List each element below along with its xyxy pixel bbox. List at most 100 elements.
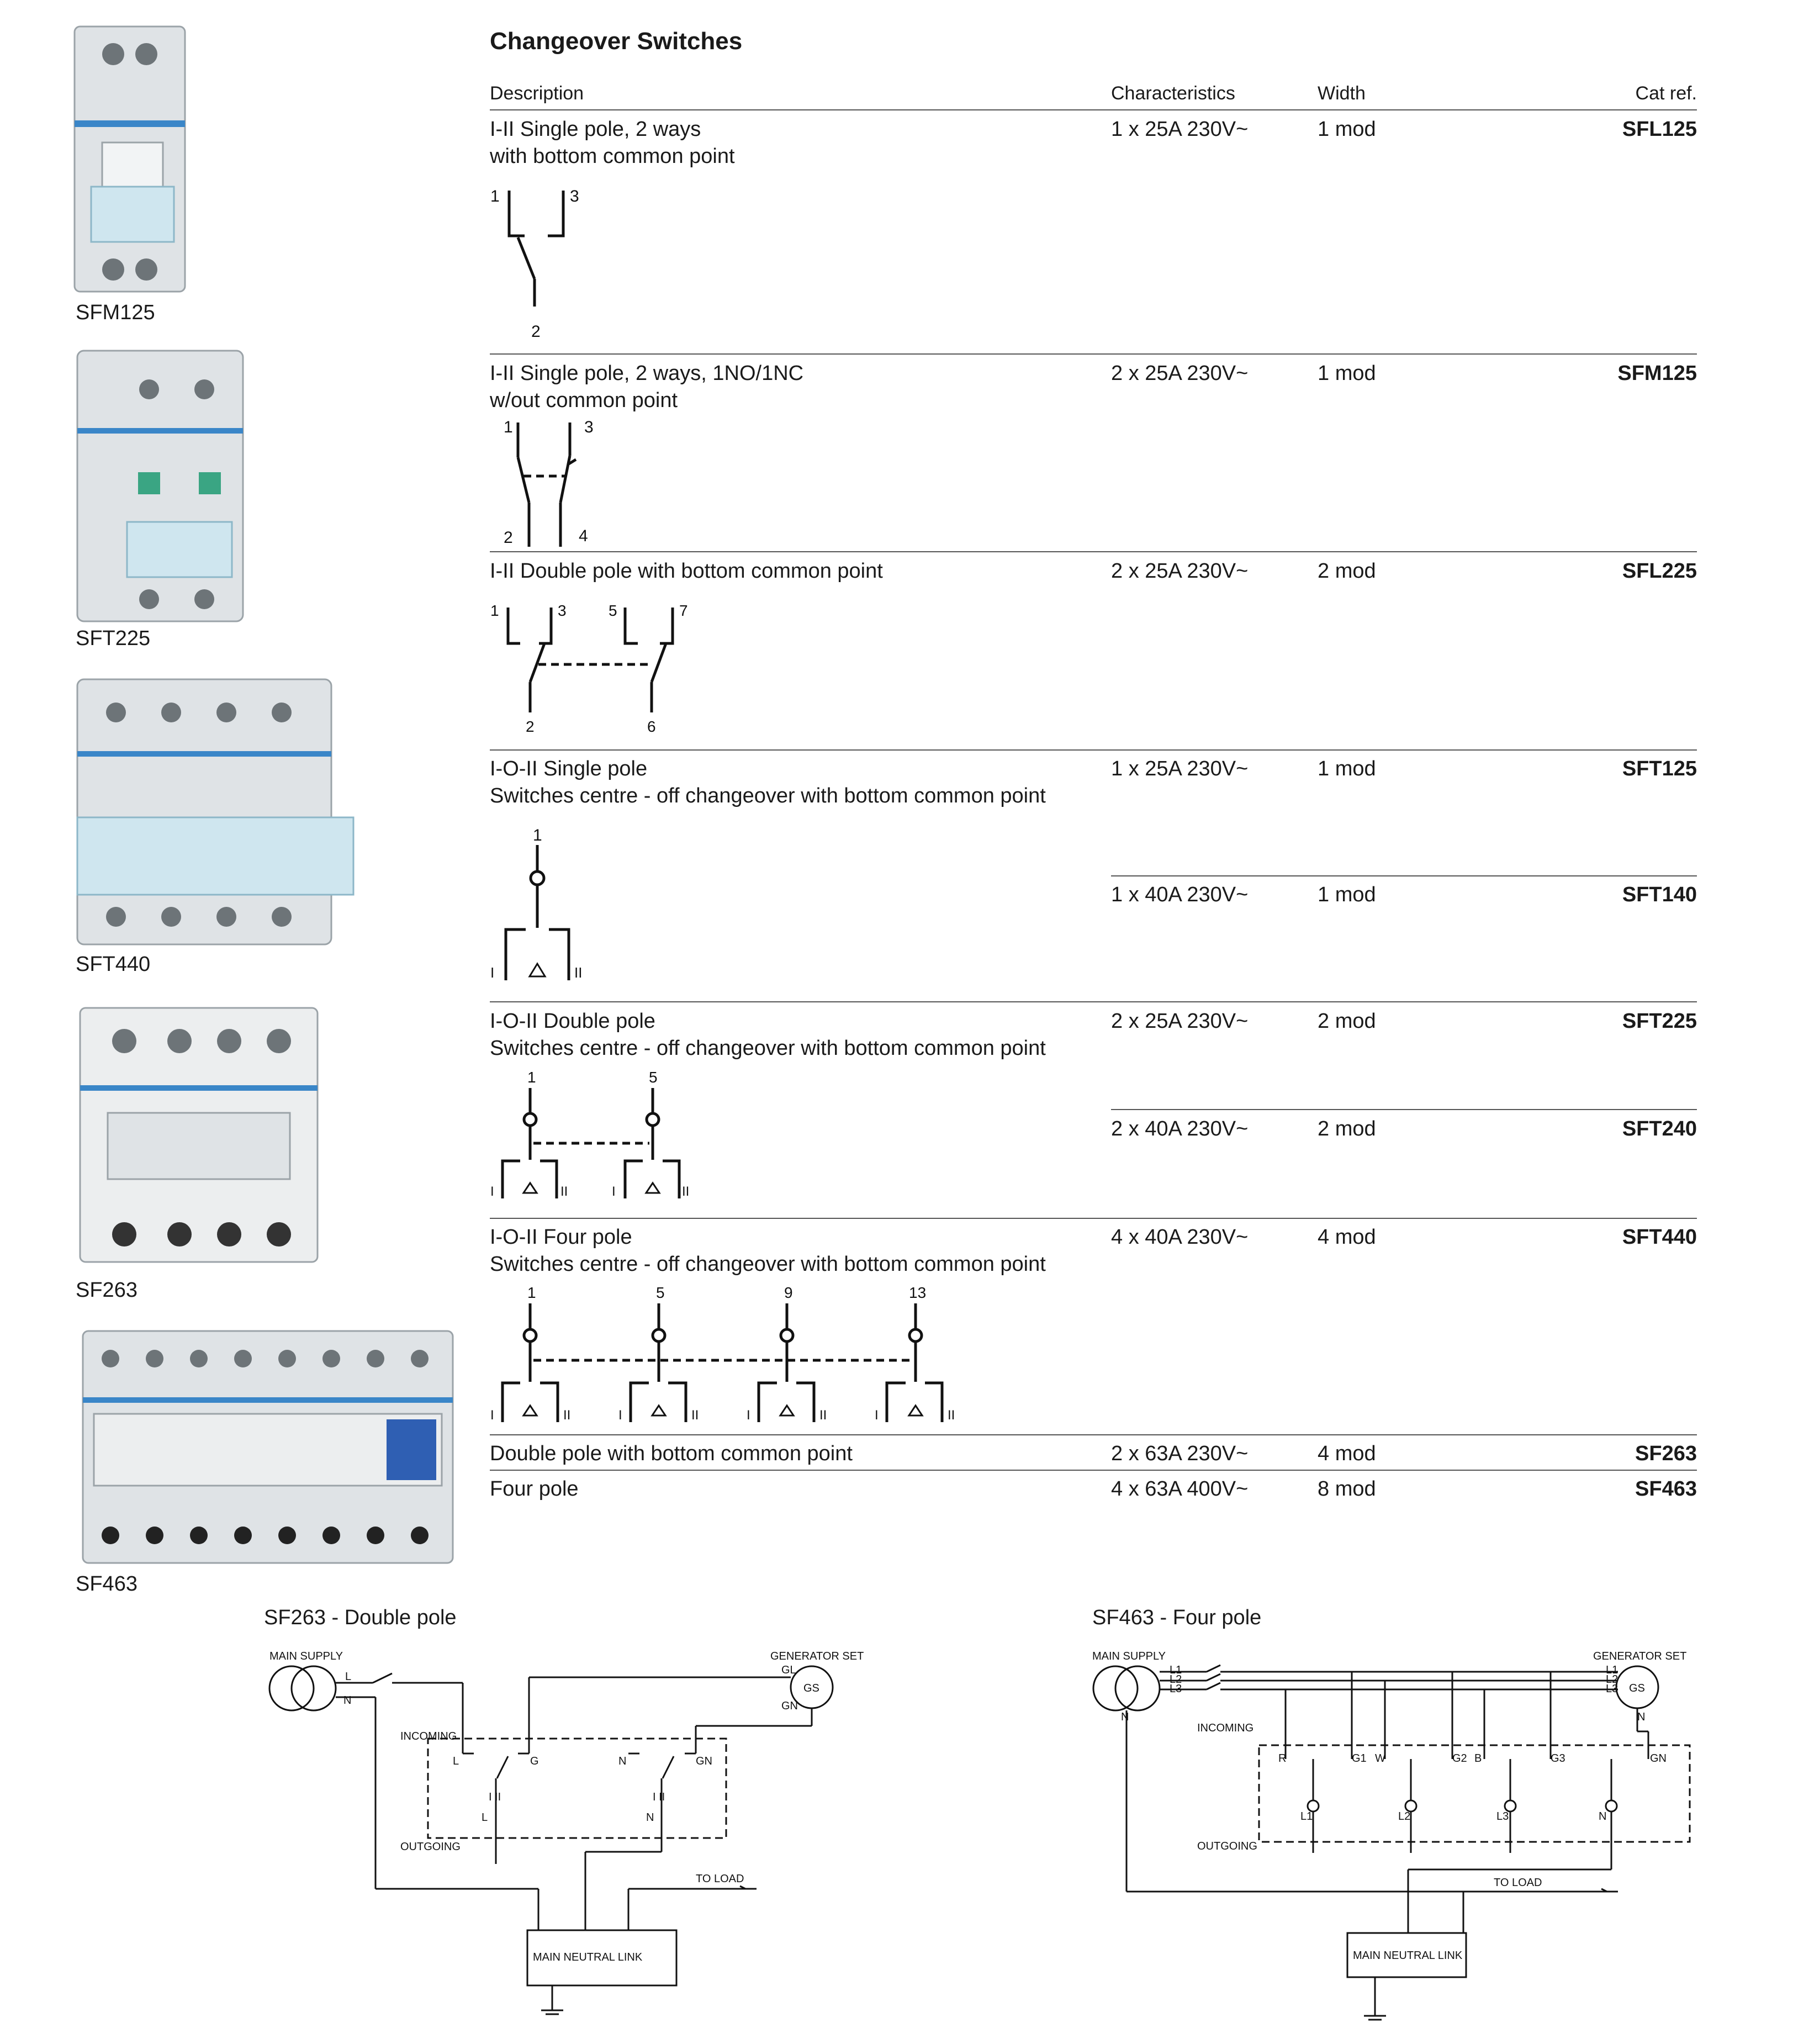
position-label: I: [875, 1408, 879, 1423]
terminal-label: 1: [490, 187, 500, 205]
terminal-gn: GN: [696, 1755, 712, 1767]
terminal-b: B: [1474, 1752, 1482, 1765]
row-characteristics: 2 x 25A 230V~: [1111, 362, 1249, 385]
row-catref: SF263: [1635, 1442, 1697, 1465]
row-description: Double pole with bottom common point: [490, 1442, 853, 1465]
row-characteristics: 2 x 63A 230V~: [1111, 1442, 1249, 1465]
symbol-sft125: 1 I II: [490, 826, 582, 981]
position-label: I: [612, 1184, 616, 1199]
terminal-label: 3: [558, 602, 567, 619]
subrow-divider: [1111, 1109, 1697, 1110]
position-label: I: [490, 1408, 494, 1423]
row-catref: SFL225: [1622, 559, 1697, 583]
terminal-g: G: [530, 1755, 539, 1767]
product-label: SFT440: [76, 953, 151, 976]
row-description: I-O-II Four pole: [490, 1226, 632, 1249]
row-divider: [490, 551, 1697, 552]
terminal-n: N: [618, 1755, 626, 1767]
terminal-n: N: [1637, 1711, 1645, 1723]
symbol-sfl125: 1 3 2: [490, 187, 579, 341]
terminal-g1: G1: [1352, 1752, 1367, 1765]
neutral-link-label: MAIN NEUTRAL LINK: [1353, 1950, 1463, 1962]
generator-set-label: GENERATOR SET: [770, 1650, 864, 1662]
position-label: II: [819, 1408, 827, 1423]
row-characteristics: 4 x 40A 230V~: [1111, 1226, 1249, 1249]
row-characteristics: 2 x 25A 230V~: [1111, 559, 1249, 583]
terminal-label: 2: [531, 323, 541, 341]
terminal-gn: GN: [781, 1700, 798, 1712]
product-image-sf263: [79, 1007, 319, 1263]
terminal-n: N: [343, 1694, 351, 1707]
terminal-n: N: [1599, 1810, 1606, 1823]
terminal-l2: L2: [1398, 1810, 1410, 1823]
position-label: II: [574, 964, 582, 981]
to-load-label: TO LOAD: [1494, 1877, 1542, 1889]
terminal-label: 3: [570, 187, 579, 205]
symbol-sfm125: 1 3 2 4: [504, 418, 594, 547]
terminal-label: 5: [656, 1284, 665, 1301]
terminal-l2: L2: [1170, 1673, 1182, 1686]
row-description-line2: with bottom common point: [490, 145, 735, 168]
outgoing-label: OUTGOING: [400, 1841, 461, 1853]
row-characteristics: 1 x 25A 230V~: [1111, 757, 1249, 780]
wiring-title-left: SF263 - Double pole: [264, 1606, 457, 1629]
row-divider: [490, 1218, 1697, 1219]
row-catref: SF463: [1635, 1477, 1697, 1501]
terminal-label: 2: [526, 718, 535, 735]
row-characteristics: 1 x 40A 230V~: [1111, 883, 1249, 906]
outgoing-label: OUTGOING: [1197, 1840, 1257, 1852]
row-description: I-O-II Double pole: [490, 1010, 655, 1033]
row-characteristics: 2 x 25A 230V~: [1111, 1010, 1249, 1033]
terminal-l1: L1: [1606, 1664, 1618, 1676]
product-label: SFT225: [76, 627, 151, 650]
incoming-label: INCOMING: [400, 1730, 457, 1742]
terminal-label: 2: [504, 529, 513, 547]
header-description: Description: [490, 83, 584, 104]
main-supply-label: MAIN SUPPLY: [269, 1650, 343, 1662]
row-divider: [490, 1434, 1697, 1435]
terminal-w: W: [1375, 1752, 1385, 1765]
terminal-gn: GN: [1650, 1752, 1667, 1765]
terminal-l2: L2: [1606, 1673, 1618, 1686]
terminal-label: 1: [490, 602, 499, 619]
row-width: 2 mod: [1318, 559, 1376, 583]
wiring-title-right: SF463 - Four pole: [1092, 1606, 1262, 1629]
terminal-gl: GL: [781, 1664, 796, 1676]
position-label: II: [682, 1184, 689, 1199]
terminal-label: 1: [527, 1284, 536, 1301]
row-description: I-II Single pole, 2 ways: [490, 118, 701, 141]
header-characteristics: Characteristics: [1111, 83, 1235, 104]
position-label: I: [490, 1184, 494, 1199]
subrow-divider: [1111, 875, 1697, 876]
product-image-sft225: [76, 350, 244, 622]
position-label: I II: [489, 1791, 501, 1803]
product-image-sfm125: [73, 25, 186, 293]
row-width: 1 mod: [1318, 757, 1376, 780]
position-label: I II: [653, 1791, 665, 1803]
row-catref: SFM125: [1617, 362, 1697, 385]
terminal-g3: G3: [1551, 1752, 1565, 1765]
gs-label: GS: [803, 1682, 819, 1694]
row-width: 1 mod: [1318, 883, 1376, 906]
terminal-g2: G2: [1452, 1752, 1467, 1765]
product-label: SF263: [76, 1279, 137, 1302]
row-description-line2: Switches centre - off changeover with bo…: [490, 1037, 1046, 1060]
row-characteristics: 2 x 40A 230V~: [1111, 1117, 1249, 1140]
position-label: II: [691, 1408, 699, 1423]
row-description: I-II Single pole, 2 ways, 1NO/1NC: [490, 362, 804, 385]
symbol-sft440: 1 5 9 13 I II I II I II I II: [490, 1284, 955, 1423]
terminal-label: 3: [584, 418, 594, 436]
terminal-l: L: [345, 1671, 351, 1683]
row-catref: SFL125: [1622, 118, 1697, 141]
product-label: SF463: [76, 1572, 137, 1596]
terminal-label: 5: [649, 1069, 658, 1086]
to-load-label: TO LOAD: [696, 1873, 744, 1885]
row-description: I-II Double pole with bottom common poin…: [490, 559, 883, 583]
terminal-label: 9: [784, 1284, 793, 1301]
row-description-line2: Switches centre - off changeover with bo…: [490, 784, 1046, 807]
row-catref: SFT225: [1622, 1010, 1697, 1033]
row-description-line2: Switches centre - off changeover with bo…: [490, 1253, 1046, 1276]
terminal-n: N: [1121, 1711, 1129, 1723]
position-label: I: [747, 1408, 750, 1423]
terminal-label: 13: [909, 1284, 926, 1301]
